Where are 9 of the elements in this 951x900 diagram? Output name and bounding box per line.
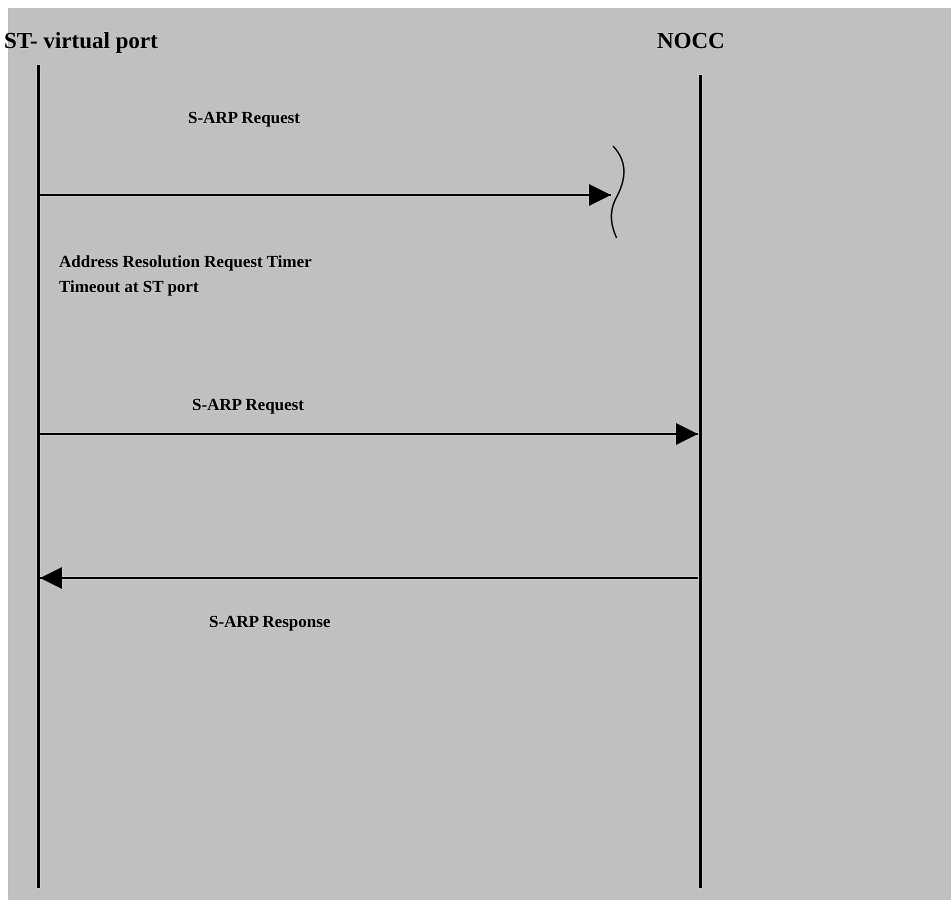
message-label: S-ARP Request [192,394,304,416]
message-arrow [40,567,698,589]
message-arrow [40,184,611,206]
lifeline-title: NOCC [657,27,725,55]
message-arrow [40,423,698,445]
note-text: Address Resolution Request Timer Timeout at ST port [59,251,312,298]
lifeline-title: ST- virtual port [4,27,158,55]
message-label: S-ARP Request [188,107,300,129]
message-label: S-ARP Response [209,611,330,633]
